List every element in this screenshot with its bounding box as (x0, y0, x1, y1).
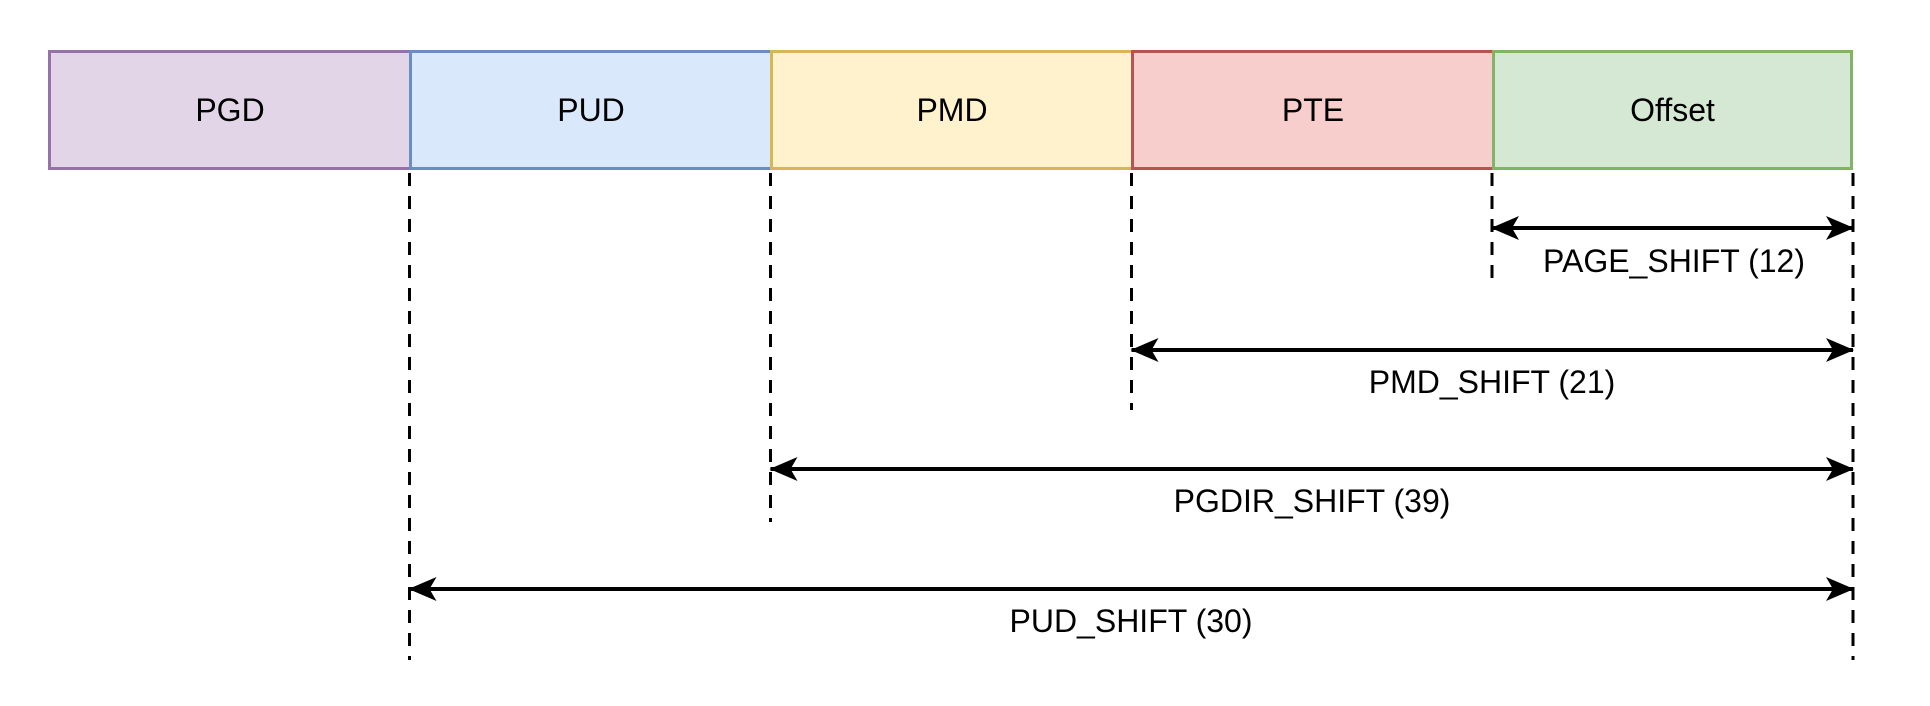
label-page-shift: PAGE_SHIFT (12) (1539, 243, 1809, 280)
field-box-pgd: PGD (48, 50, 409, 170)
label-pmd-shift: PMD_SHIFT (21) (1364, 364, 1620, 401)
address-field-row: PGD PUD PMD PTE Offset (48, 50, 1853, 170)
field-label-pgd: PGD (195, 92, 265, 128)
field-box-pte: PTE (1131, 50, 1492, 170)
label-pgdir-shift: PGDIR_SHIFT (39) (1169, 483, 1455, 520)
field-box-offset: Offset (1492, 50, 1853, 170)
field-label-pmd: PMD (916, 92, 988, 128)
field-label-offset: Offset (1630, 92, 1715, 128)
field-label-pte: PTE (1281, 92, 1345, 128)
label-pud-shift: PUD_SHIFT (30) (1005, 603, 1257, 640)
field-box-pmd: PMD (770, 50, 1131, 170)
field-label-pud: PUD (557, 92, 625, 128)
field-box-pud: PUD (409, 50, 770, 170)
